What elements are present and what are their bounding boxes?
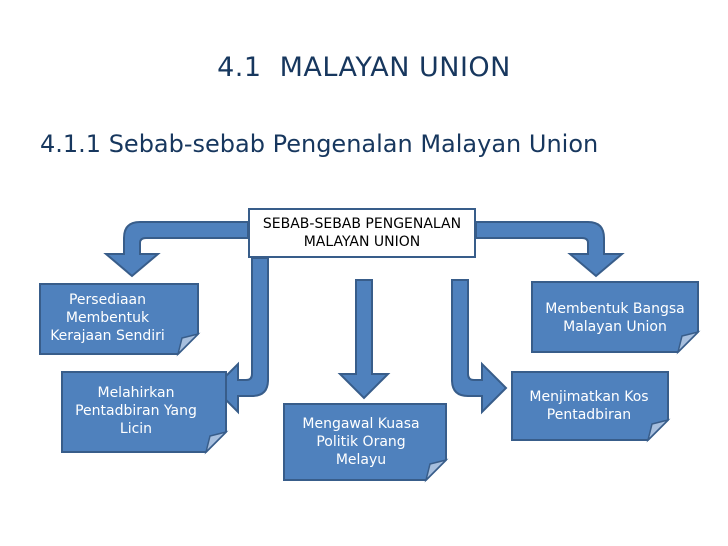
reason-box-5: Membentuk Bangsa Malayan Union xyxy=(534,284,696,352)
title-text: MALAYAN UNION xyxy=(279,52,511,83)
reason-box-1: Persediaan Membentuk Kerajaan Sendiri xyxy=(40,284,175,352)
slide-subtitle: 4.1.1 Sebab-sebab Pengenalan Malayan Uni… xyxy=(40,130,599,158)
reason-label-5: Membentuk Bangsa Malayan Union xyxy=(545,301,685,335)
reason-label-1: Persediaan Membentuk Kerajaan Sendiri xyxy=(50,292,165,344)
reason-label-2: Melahirkan Pentadbiran Yang Licin xyxy=(75,385,197,437)
arrow-to-reason-4 xyxy=(451,279,508,415)
reason-label-3: Mengawal Kuasa Politik Orang Melayu xyxy=(302,416,420,468)
reason-box-4: Menjimatkan Kos Pentadbiran xyxy=(514,372,664,440)
center-label: SEBAB-SEBAB PENGENALAN MALAYAN UNION xyxy=(262,216,462,250)
reason-shape-2 xyxy=(61,371,229,455)
reason-box-2: Melahirkan Pentadbiran Yang Licin xyxy=(62,372,210,450)
arrow-to-reason-5 xyxy=(475,221,625,278)
title-number: 4.1 xyxy=(217,52,262,83)
arrow-to-reason-3 xyxy=(337,279,391,400)
reason-box-3: Mengawal Kuasa Politik Orang Melayu xyxy=(284,404,438,480)
reason-shape-4 xyxy=(511,371,671,443)
slide-title: 4.1 MALAYAN UNION xyxy=(0,52,728,83)
arrow-to-reason-1 xyxy=(103,221,249,278)
reason-shape-5 xyxy=(531,281,701,355)
reason-shape-1 xyxy=(39,283,201,357)
reason-shape-3 xyxy=(283,403,449,483)
center-box: SEBAB-SEBAB PENGENALAN MALAYAN UNION xyxy=(248,208,476,258)
reason-label-4: Menjimatkan Kos Pentadbiran xyxy=(529,389,649,423)
